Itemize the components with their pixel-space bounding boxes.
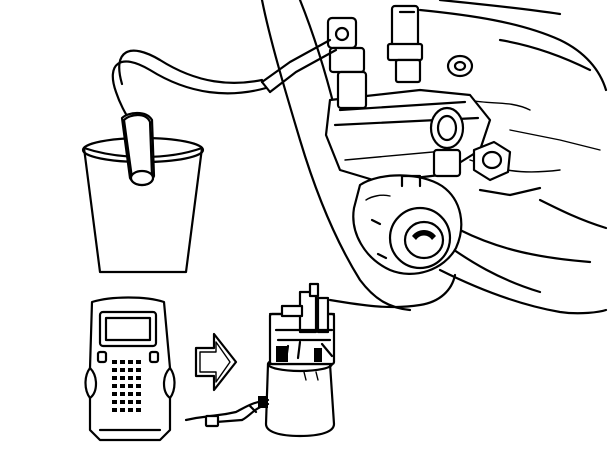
drain-bucket xyxy=(81,113,205,274)
fuel-pump-module xyxy=(184,282,336,438)
scan-tool-keypad xyxy=(112,360,141,412)
action-arrow xyxy=(194,332,238,392)
scan-tool xyxy=(84,296,176,442)
engine-assembly xyxy=(260,0,608,315)
